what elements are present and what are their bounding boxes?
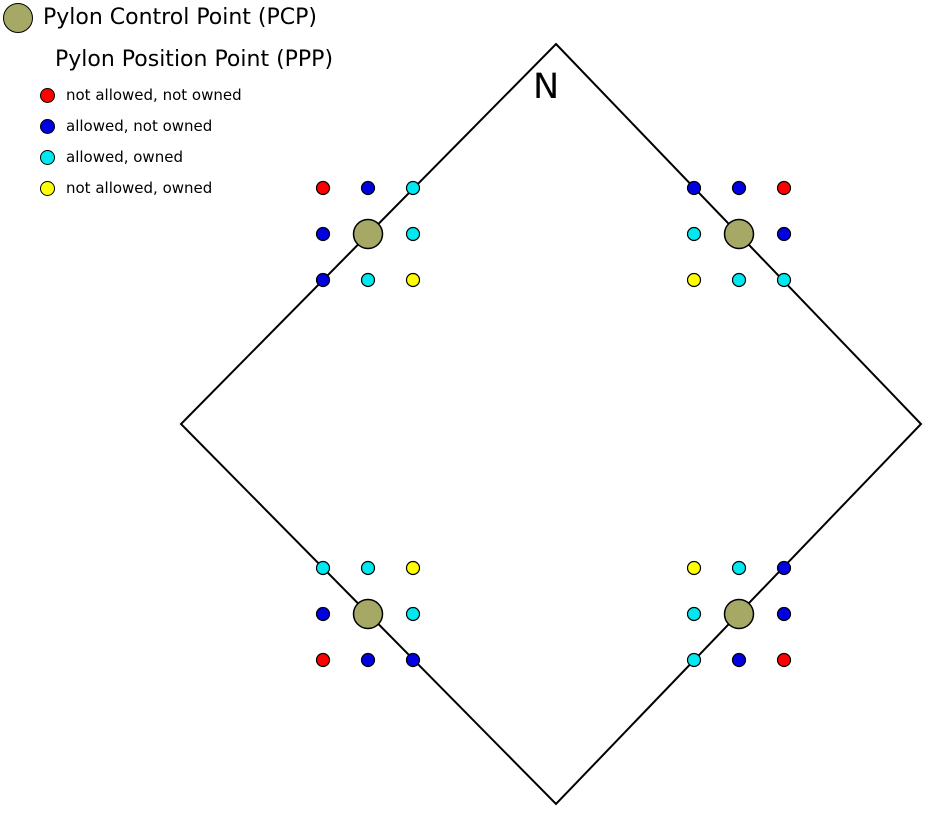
north-label: N [533,67,560,107]
ppp-dot-north-east-r0c2-red [776,180,792,196]
ppp-dot-south-east-r2c1-blue [731,652,747,668]
pcp-marker-north-west [352,218,384,250]
blue-ppp-dot-icon [40,118,55,134]
ppp-dot-south-east-r2c0-cyan [686,652,702,668]
ppp-dot-north-east-r2c2-cyan [776,272,792,288]
ppp-dot-south-east-r0c0-yellow [686,560,702,576]
legend-pcp-row: Pylon Control Point (PCP) [3,3,333,33]
ppp-dot-north-east-r0c0-blue [686,180,702,196]
pcp-marker-south-east [723,598,755,630]
pcp-legend-label: Pylon Control Point (PCP) [43,4,317,30]
legend-item-label: not allowed, not owned [66,86,242,105]
ppp-dot-south-west-r0c2-yellow [405,560,421,576]
ppp-dot-south-west-r0c1-cyan [360,560,376,576]
ppp-dot-south-west-r0c0-cyan [315,560,331,576]
yellow-ppp-dot-icon [40,180,55,196]
ppp-dot-north-west-r2c1-cyan [360,272,376,288]
ppp-dot-north-west-r0c1-blue [360,180,376,196]
legend-item-label: not allowed, owned [66,179,213,198]
ppp-dot-north-east-r1c0-cyan [686,226,702,242]
ppp-dot-south-west-r1c0-blue [315,606,331,622]
pcp-marker-north-east [723,218,755,250]
legend-item-not-allowed-not-owned: not allowed, not owned [40,86,333,104]
course-boundary-diamond [179,42,923,806]
ppp-dot-south-east-r2c2-red [776,652,792,668]
ppp-dot-north-east-r2c0-yellow [686,272,702,288]
ppp-dot-south-west-r2c1-blue [360,652,376,668]
ppp-dot-north-west-r1c2-cyan [405,226,421,242]
ppp-dot-north-east-r1c2-blue [776,226,792,242]
ppp-legend-heading: Pylon Position Point (PPP) [55,47,334,72]
legend-item-allowed-not-owned: allowed, not owned [40,117,333,135]
red-ppp-dot-icon [40,87,55,103]
legend: Pylon Control Point (PCP) Pylon Position… [3,3,333,197]
legend-item-label: allowed, not owned [66,117,213,136]
ppp-dot-south-west-r2c0-red [315,652,331,668]
ppp-dot-north-east-r0c1-blue [731,180,747,196]
cyan-ppp-dot-icon [40,149,55,165]
legend-item-allowed-owned: allowed, owned [40,148,333,166]
ppp-dot-south-east-r0c1-cyan [731,560,747,576]
ppp-dot-south-west-r1c2-cyan [405,606,421,622]
pcp-legend-marker [3,3,33,33]
legend-item-not-allowed-owned: not allowed, owned [40,179,333,197]
legend-item-label: allowed, owned [66,148,183,167]
ppp-dot-north-west-r0c2-cyan [405,180,421,196]
ppp-dot-south-east-r1c2-blue [776,606,792,622]
ppp-dot-north-west-r2c2-yellow [405,272,421,288]
ppp-dot-north-east-r2c1-cyan [731,272,747,288]
ppp-dot-north-west-r1c0-blue [315,226,331,242]
legend-ppp-heading-row: Pylon Position Point (PPP) [55,47,333,73]
ppp-dot-north-west-r2c0-blue [315,272,331,288]
ppp-dot-south-east-r1c0-cyan [686,606,702,622]
pcp-marker-south-west [352,598,384,630]
ppp-dot-south-west-r2c2-blue [405,652,421,668]
ppp-dot-north-west-r0c0-red [315,180,331,196]
ppp-dot-south-east-r0c2-blue [776,560,792,576]
